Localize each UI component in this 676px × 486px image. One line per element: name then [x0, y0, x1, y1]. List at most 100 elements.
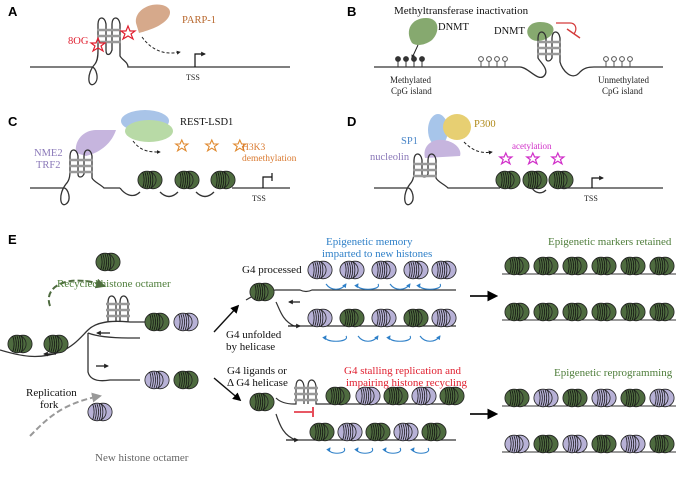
- dnmt-label-left: DNMT: [438, 22, 470, 33]
- reprogrammed-nucleosome: [504, 388, 530, 408]
- nucleosome-group-c: [137, 170, 236, 190]
- dnmt-label-right: DNMT: [494, 26, 526, 37]
- branch-arrow-down: [213, 377, 242, 402]
- parp1-label: PARP-1: [182, 15, 216, 26]
- rest-dashed-arrow: [132, 140, 161, 154]
- demethylation-label: demethylation: [242, 154, 297, 164]
- fork-nucleosome-old: [173, 370, 199, 390]
- inhibition-line: [556, 22, 577, 35]
- panel-a-letter: A: [8, 4, 18, 19]
- nucleosome-c: [137, 170, 163, 190]
- reprogrammed-nucleosome: [620, 388, 646, 408]
- upper-fork-top-strand: [245, 289, 456, 301]
- markers-retained-label: Epigenetic markers retained: [548, 236, 672, 248]
- trf2-label: TRF2: [36, 160, 61, 171]
- tss-label-d: TSS: [584, 194, 598, 203]
- nucleosome: [325, 386, 351, 406]
- inhibition-bar: [566, 28, 581, 39]
- recycled-octamer-label: Recycled histone octamer: [57, 278, 171, 290]
- upper-bottom-nucleosomes: [307, 308, 457, 328]
- nucleosome: [421, 422, 447, 442]
- nucleosome: [309, 422, 335, 442]
- reprogramming-label: Epigenetic reprogramming: [554, 367, 673, 379]
- fork-parental-strand: [0, 320, 145, 358]
- nucleosome-new: [431, 260, 457, 280]
- g-quartet-a: [97, 28, 121, 44]
- panel-b-letter: B: [347, 4, 356, 19]
- g4-processed-label: G4 processed: [242, 264, 302, 276]
- nme2-protein: [75, 130, 116, 156]
- nucleosome: [337, 422, 363, 442]
- g-quartet-fork: [106, 302, 130, 318]
- upper-fork-bottom-strand: [275, 301, 456, 327]
- g-quartet-stalled: [294, 386, 318, 402]
- reprogrammed-nucleosome: [591, 388, 617, 408]
- panel-e-letter: E: [8, 232, 17, 247]
- dnmt-protein-left: [408, 18, 438, 45]
- dna-strand-a: [30, 17, 290, 86]
- retained-nucleosome: [504, 256, 530, 276]
- dna-strand-b: [374, 31, 663, 78]
- tss-label-a: TSS: [186, 73, 200, 82]
- fork-nucleosomes: [7, 252, 199, 422]
- p300-protein: [443, 114, 471, 140]
- retained-nucleosome: [533, 256, 559, 276]
- retained-nucleosome: [504, 302, 530, 322]
- demethylation-star-icons: [174, 138, 248, 153]
- fork-nucleosome-new: [144, 370, 170, 390]
- fork-nucleosome-new: [173, 312, 199, 332]
- retained-nucleosome: [562, 256, 588, 276]
- nucleosome-new: [371, 260, 397, 280]
- retained-nucleosome: [562, 302, 588, 322]
- reprogrammed-nucleosome: [649, 388, 675, 408]
- lower-top-nucleosomes: [325, 386, 465, 406]
- memory-arrow: [386, 335, 411, 342]
- tss-blocked-c: [262, 176, 272, 188]
- memory-arrow: [419, 335, 441, 342]
- panel-e: E Recycled histone octamer Replication f…: [0, 232, 676, 464]
- nucleolin-protein: [424, 139, 461, 158]
- delta-helicase-label: Δ G4 helicase: [227, 377, 288, 389]
- sp1-label: SP1: [401, 136, 418, 147]
- memory-arrow: [357, 335, 379, 342]
- lsd1-protein: [125, 120, 173, 142]
- nucleosome-old: [249, 392, 275, 412]
- unmethylated-cpg-marks-right: [603, 56, 633, 67]
- nucleosome-group-d: [495, 170, 574, 190]
- p300-dashed-arrow: [463, 141, 493, 155]
- methylated-label-2: CpG island: [391, 86, 432, 96]
- reprogrammed-nucleosome: [591, 434, 617, 454]
- dna-strand-c: [30, 149, 120, 206]
- reprogrammed-nucleosome: [620, 434, 646, 454]
- reprogrammed-nucleosome: [649, 434, 675, 454]
- nucleosome-d: [522, 170, 548, 190]
- memory-arrow: [322, 335, 347, 342]
- nucleosome-old: [249, 282, 275, 302]
- lower-bottom-nucleosomes: [249, 392, 447, 442]
- stalling-label-2: impairing histone recycling: [346, 377, 467, 389]
- nucleosome: [393, 422, 419, 442]
- nucleosome-new: [403, 260, 429, 280]
- new-octamer-label: New histone octamer: [95, 452, 189, 464]
- panel-d: D SP1 P300 nucleolin acetylation TSS: [347, 114, 663, 206]
- transfer-arrow: [354, 447, 374, 454]
- nucleosome: [403, 308, 429, 328]
- reprogrammed-nucleosomes: [504, 388, 675, 454]
- nucleolin-label: nucleolin: [370, 152, 410, 163]
- nucleosome-d: [495, 170, 521, 190]
- unmethylated-label-1: Unmethylated: [598, 75, 649, 85]
- h3k3-label: H3K3: [242, 143, 265, 153]
- reprogrammed-nucleosome: [533, 388, 559, 408]
- panel-a: A 8OG PARP-1 TSS: [8, 4, 290, 86]
- memory-arrow: [325, 283, 347, 290]
- fork-nucleosome-old: [7, 334, 33, 354]
- reprogrammed-nucleosome: [562, 388, 588, 408]
- nucleosome-new: [307, 260, 333, 280]
- reprogrammed-nucleosome: [533, 434, 559, 454]
- lower-transfer-arrows: [326, 447, 430, 454]
- reprogrammed-nucleosome: [562, 434, 588, 454]
- methylated-label-1: Methylated: [390, 75, 431, 85]
- nucleosome: [365, 422, 391, 442]
- nucleosome: [383, 386, 409, 406]
